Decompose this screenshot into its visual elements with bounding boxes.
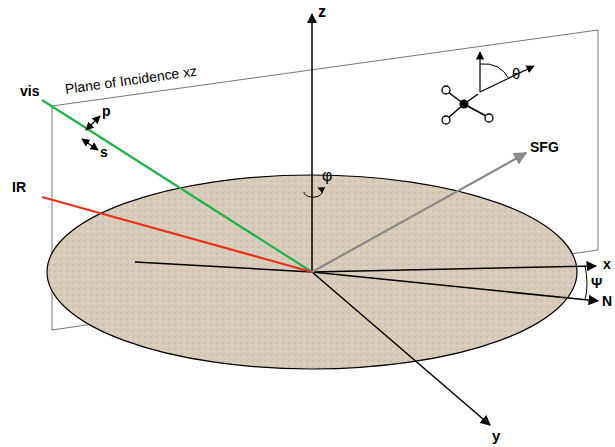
polarization-label: s (100, 145, 108, 159)
axis-label: y (492, 428, 500, 443)
polarization-label: p (102, 104, 111, 118)
beam-label: SFG (530, 140, 559, 154)
z-axis (311, 14, 313, 272)
vis-beam (42, 100, 312, 272)
sfg-beam (312, 153, 526, 272)
angle-label: Ψ (591, 276, 602, 290)
s-polarization (82, 139, 98, 150)
molecule (442, 52, 534, 124)
angle-label: φ (322, 168, 332, 184)
angle-label: θ (512, 66, 520, 81)
axis-label: z (318, 4, 326, 20)
x-axis (312, 266, 596, 272)
phi-rotation (304, 188, 322, 197)
n-axis (312, 272, 598, 301)
y-axis (312, 272, 490, 425)
axis-label: x (603, 257, 611, 271)
beam-label: IR (12, 180, 26, 194)
axis-label: N (602, 294, 612, 308)
psi-arc (585, 266, 587, 300)
ir-beam (42, 197, 312, 272)
p-polarization (86, 116, 100, 130)
beam-label: vis (20, 84, 39, 98)
